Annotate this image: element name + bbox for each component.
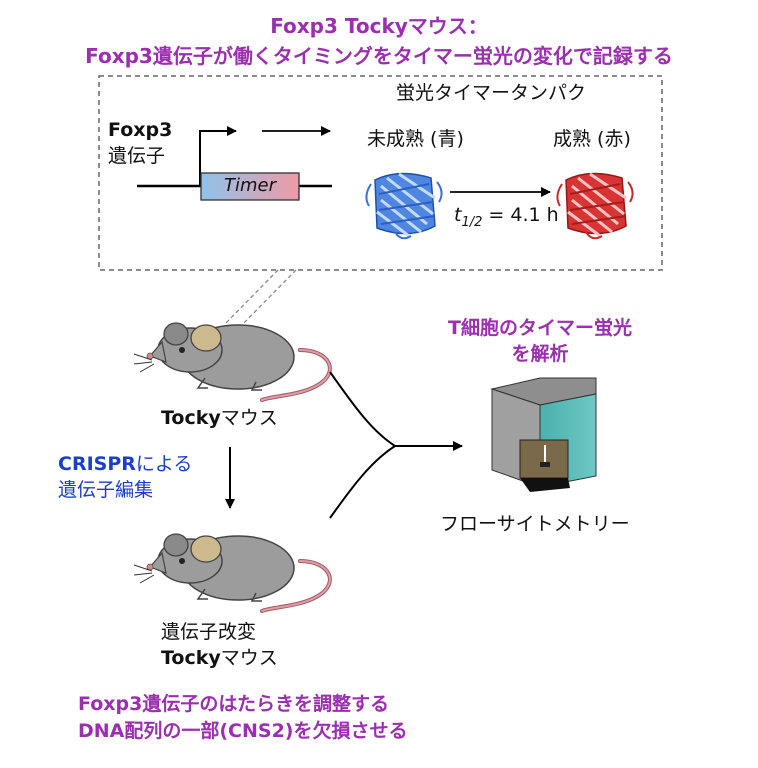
crispr-line-2: 遺伝子編集: [58, 479, 154, 501]
bottom-note-line-1: Foxp3遺伝子のはたらきを調整する: [78, 693, 389, 715]
flow-cytometer-icon: [490, 377, 597, 492]
title-line-2: Foxp3遺伝子が働くタイミングをタイマー蛍光の変化で記録する: [85, 44, 673, 68]
merge-arrow: [329, 371, 396, 519]
half-life-sub: 1/2: [461, 214, 483, 230]
half-life-symbol: t: [454, 204, 462, 226]
tocky-mouse-bold: Tocky: [161, 407, 221, 429]
half-life-label: t1/2 = 4.1 h: [454, 204, 559, 230]
modified-mouse-line-1: 遺伝子改変: [161, 621, 257, 643]
title-line-1: Foxp3 Tockyマウス：: [270, 14, 488, 38]
callout-line: [225, 269, 279, 324]
crispr-bold: CRISPR: [58, 453, 136, 475]
bottom-note-line-2: DNA配列の一部(CNS2)を欠損させる: [78, 720, 408, 742]
immature-label: 未成熟 (青): [367, 128, 464, 150]
modified-mouse-rest: マウス: [220, 647, 278, 669]
crispr-line-1: CRISPRによる: [58, 452, 192, 476]
gene-name: Foxp3: [108, 119, 173, 141]
timer-box: [200, 172, 300, 201]
immature-protein-icon: [365, 172, 443, 240]
tocky-mouse-rest: マウス: [220, 407, 278, 429]
modified-mouse-bold: Tocky: [161, 647, 221, 669]
crispr-rest: による: [135, 453, 193, 475]
half-life-value: = 4.1 h: [488, 204, 559, 226]
gene-word: 遺伝子: [108, 145, 166, 167]
tocky-mouse-label: Tockyマウス: [161, 406, 278, 430]
callout-line: [237, 269, 297, 330]
mature-protein-icon: [556, 172, 634, 240]
flow-cytometry-label: フローサイトメトリー: [440, 513, 630, 535]
analysis-line-1: T細胞のタイマー蛍光: [448, 317, 632, 339]
promoter-arrow: [199, 126, 237, 186]
modified-mouse-icon: [133, 533, 332, 613]
mouse-icon: [133, 322, 332, 402]
modified-mouse-line-2: Tockyマウス: [161, 646, 278, 670]
gene-inset-box: [98, 75, 663, 271]
timer-label: Timer: [223, 175, 276, 196]
mature-label: 成熟 (赤): [553, 128, 631, 150]
protein-title: 蛍光タイマータンパク: [396, 82, 587, 104]
analysis-line-2: を解析: [511, 343, 569, 365]
